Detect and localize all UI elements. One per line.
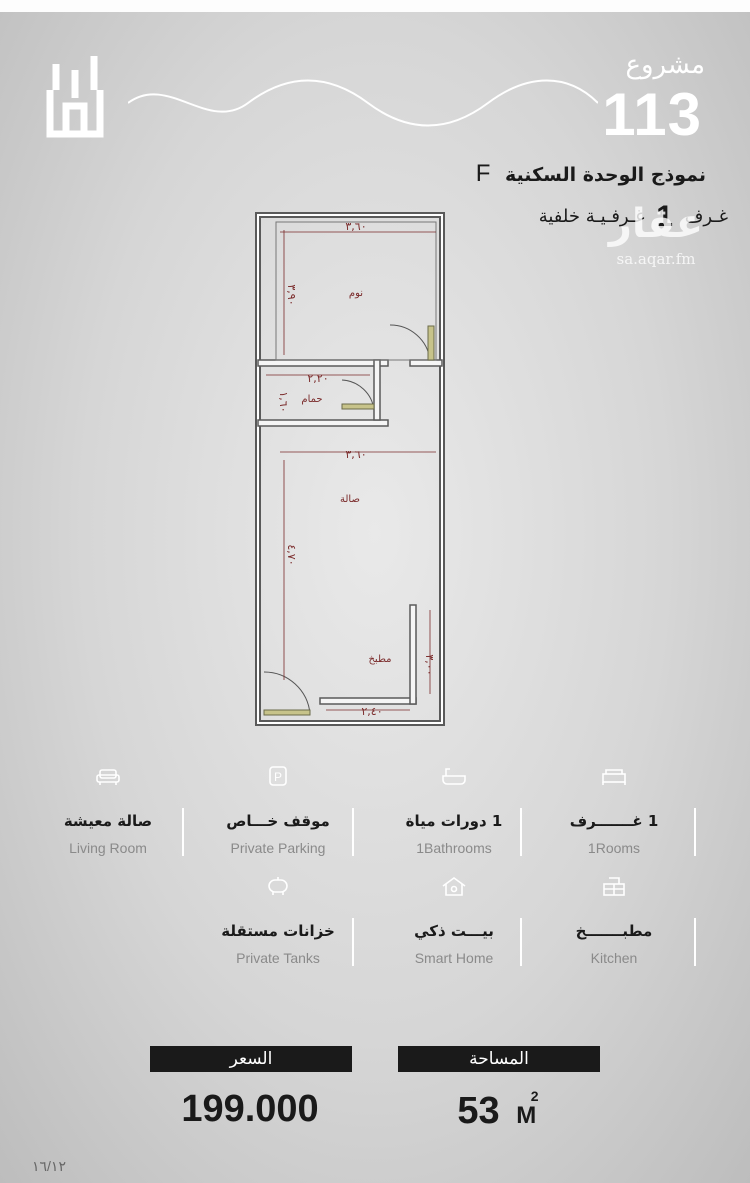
feature-smart-home: بيـــت ذكي Smart Home (374, 870, 534, 970)
feature-bathrooms: 1 دورات مياة 1Bathrooms (374, 760, 534, 860)
separator (694, 808, 696, 856)
feature-parking-ar: موقف خـــاص (226, 812, 330, 830)
dim-bedroom-width: ٣,٦٠ (345, 220, 366, 233)
feature-bathrooms-en: 1Bathrooms (416, 840, 492, 856)
room-label-bedroom: نوم (349, 288, 363, 299)
rooms-word: غـرف (684, 206, 728, 227)
model-title-text: نموذج الوحدة السكنية (505, 164, 706, 186)
area-label: المساحة (398, 1046, 600, 1072)
decorative-wave (128, 79, 598, 127)
bathtub-icon (442, 768, 466, 785)
watermark-url: sa.aqar.fm (616, 250, 696, 268)
project-label: مشروع (625, 50, 705, 80)
feature-rooms-ar: 1 غـــــــرف (569, 812, 659, 830)
dim-kitchen-width: ٢,٤٠ (361, 705, 382, 718)
dim-hall-width: ٣,٦٠ (345, 448, 366, 461)
water-tank-icon (268, 877, 288, 895)
feature-tanks-ar: خزانات مستقلة (221, 922, 335, 940)
feature-bathrooms-ar: 1 دورات مياة (405, 812, 503, 830)
parking-icon: P (269, 766, 287, 786)
room-label-kitchen: مطبخ (368, 654, 391, 665)
feature-living-room: صالة معيشة Living Room (28, 760, 188, 860)
room-label-bathroom: حمام (301, 394, 322, 405)
separator (352, 808, 354, 856)
floor-plan: ٣,٦٠ ٣,٩٠ ٢,٢٠ ١,٦٠ ٣,٦٠ ٤,٧٠ ٣,٠٠ ٢,٤٠ … (255, 212, 445, 726)
feature-smart-home-ar: بيـــت ذكي (414, 922, 494, 940)
rooms-count: 1 (656, 200, 673, 233)
separator (352, 918, 354, 966)
separator (694, 918, 696, 966)
smart-home-icon (442, 877, 466, 896)
rooms-summary: غـرف 1 غـرفـيـة خلفية (539, 200, 728, 234)
project-number: 113 (602, 81, 702, 148)
feature-kitchen-ar: مطبـــــــخ (575, 922, 653, 940)
svg-text:P: P (274, 770, 282, 784)
separator (520, 808, 522, 856)
area-unit: M (516, 1102, 537, 1129)
dim-bath-length: ١,٦٠ (277, 391, 290, 412)
features-grid: 1 غـــــــرف 1Rooms 1 دورات مياة 1Bathro… (0, 760, 750, 990)
dim-bath-width: ٢,٢٠ (307, 372, 328, 385)
feature-living-room-ar: صالة معيشة (63, 812, 153, 830)
project-logo (46, 56, 104, 138)
feature-rooms: 1 غـــــــرف 1Rooms (534, 760, 694, 860)
top-strip (0, 0, 750, 12)
feature-smart-home-en: Smart Home (414, 950, 494, 966)
room-label-hall: صالة (340, 494, 360, 505)
feature-tanks: خزانات مستقلة Private Tanks (198, 870, 358, 970)
feature-living-room-en: Living Room (69, 840, 147, 856)
dim-hall-length: ٤,٧٠ (285, 544, 298, 565)
kitchen-icon (603, 877, 625, 896)
rooms-extra: غـرفـيـة خلفية (538, 206, 645, 227)
feature-rooms-en: 1Rooms (587, 840, 641, 856)
aqar-watermark: عقار sa.aqar.fm (596, 200, 716, 268)
feature-kitchen: مطبـــــــخ Kitchen (534, 870, 694, 970)
feature-tanks-en: Private Tanks (236, 950, 320, 966)
page-mark: ١٦/١٢ (32, 1158, 66, 1174)
area-value-group: 53 M 2 (398, 1088, 598, 1133)
feature-parking-en: Private Parking (230, 840, 326, 856)
area-power: 2 (530, 1088, 539, 1104)
feature-parking: P موقف خـــاص Private Parking (198, 760, 358, 860)
price-value: 199.000 (181, 1088, 319, 1130)
feature-kitchen-en: Kitchen (590, 950, 638, 966)
watermark-arabic: عقار (608, 201, 704, 247)
sofa-icon (96, 769, 120, 785)
bed-icon (602, 769, 626, 785)
separator (182, 808, 184, 856)
model-letter: F (475, 160, 491, 187)
model-title: نموذج الوحدة السكنية F (476, 160, 706, 188)
dim-kitchen-length: ٣,٠٠ (423, 654, 436, 675)
separator (520, 918, 522, 966)
price-label: السعر (150, 1046, 352, 1072)
area-value: 53 (457, 1090, 500, 1132)
dim-bedroom-length: ٣,٩٠ (285, 284, 298, 305)
